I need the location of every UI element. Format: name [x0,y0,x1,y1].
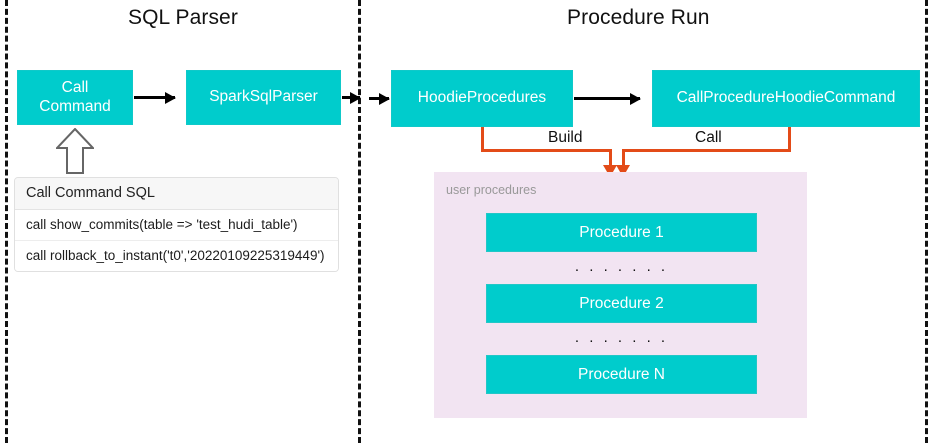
procedure-item[interactable]: Procedure N [486,355,757,394]
user-procedures-caption: user procedures [446,183,537,197]
node-call-command-line-1: Call [61,79,89,97]
sql-card-header: Call Command SQL [15,178,338,210]
arrow-call-command-to-spark-sql-parser [134,91,176,104]
up-arrow-icon [56,128,94,174]
dashed-divider-left [5,0,8,443]
connector-call-horizontal [622,149,791,152]
connector-build-vertical [481,127,484,152]
node-call-procedure-hoodie-command[interactable]: CallProcedureHoodieCommand [652,70,920,127]
node-call-command-line-2: Command [39,97,111,115]
dashed-divider-middle [358,0,361,443]
node-hoodie-procedures[interactable]: HoodieProcedures [391,70,573,127]
connector-build-descend [609,149,612,168]
connector-call-vertical [788,127,791,152]
procedure-ellipsis: . . . . . . . [574,329,669,346]
node-hoodie-procedures-label: HoodieProcedures [417,89,547,107]
edge-label-call: Call [695,129,722,146]
node-spark-sql-parser-label: SparkSqlParser [209,88,318,106]
procedure-item[interactable]: Procedure 2 [486,284,757,323]
sql-card-row: call show_commits(table => 'test_hudi_ta… [15,210,338,241]
section-title-sql-parser: SQL Parser [128,6,238,29]
arrow-into-hoodie-procedures [369,92,390,105]
node-call-command-text: Call Command [39,79,111,116]
procedure-ellipsis: . . . . . . . [574,258,669,275]
procedure-item-label: Procedure 2 [579,294,664,312]
dashed-divider-right [925,0,928,443]
user-procedures-panel: user procedures Procedure 1 . . . . . . … [434,172,807,418]
connector-call-descend [622,149,625,168]
connector-build-horizontal [481,149,612,152]
arrow-spark-sql-parser-out [342,91,361,104]
procedure-item-label: Procedure N [577,365,665,383]
node-spark-sql-parser[interactable]: SparkSqlParser [186,70,341,125]
procedure-item[interactable]: Procedure 1 [486,213,757,252]
node-call-procedure-hoodie-command-label: CallProcedureHoodieCommand [676,89,896,107]
sql-card-row: call rollback_to_instant('t0','202201092… [15,241,338,271]
node-call-command[interactable]: Call Command [17,70,133,125]
procedure-item-label: Procedure 1 [579,223,664,241]
section-title-procedure-run: Procedure Run [567,6,710,29]
call-command-sql-card: Call Command SQL call show_commits(table… [14,177,339,272]
arrow-hoodie-procedures-to-call-procedure-hoodie-command [574,92,641,105]
edge-label-build: Build [548,129,583,146]
